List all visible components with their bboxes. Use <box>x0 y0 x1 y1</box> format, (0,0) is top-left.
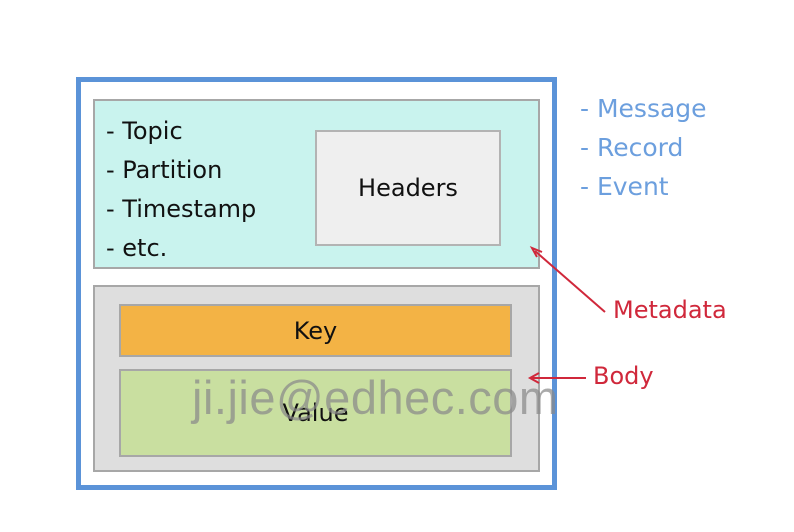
metadata-field-topic: - Topic <box>106 117 183 145</box>
headers-box: Headers <box>315 130 501 246</box>
metadata-arrow <box>529 246 606 313</box>
value-box: Value <box>119 369 512 457</box>
key-box: Key <box>119 304 512 357</box>
metadata-field-timestamp: - Timestamp <box>106 195 257 223</box>
body-annotation: Body <box>593 362 654 390</box>
watermark-text: ji.jie@edhec.com <box>192 371 559 424</box>
metadata-field-partition: - Partition <box>106 156 223 184</box>
headers-label: Headers <box>358 174 458 202</box>
metadata-field-list: - Topic - Partition - Timestamp - etc. <box>106 112 256 268</box>
alias-record: - Record <box>580 133 684 162</box>
key-label: Key <box>293 316 338 345</box>
body-arrow <box>527 372 586 384</box>
value-label: Value <box>282 399 349 427</box>
alias-event: - Event <box>580 172 669 201</box>
record-aliases: - Message - Record - Event <box>580 89 707 206</box>
metadata-annotation: Metadata <box>613 296 727 324</box>
metadata-field-etc: - etc. <box>106 234 168 262</box>
alias-message: - Message <box>580 94 707 123</box>
